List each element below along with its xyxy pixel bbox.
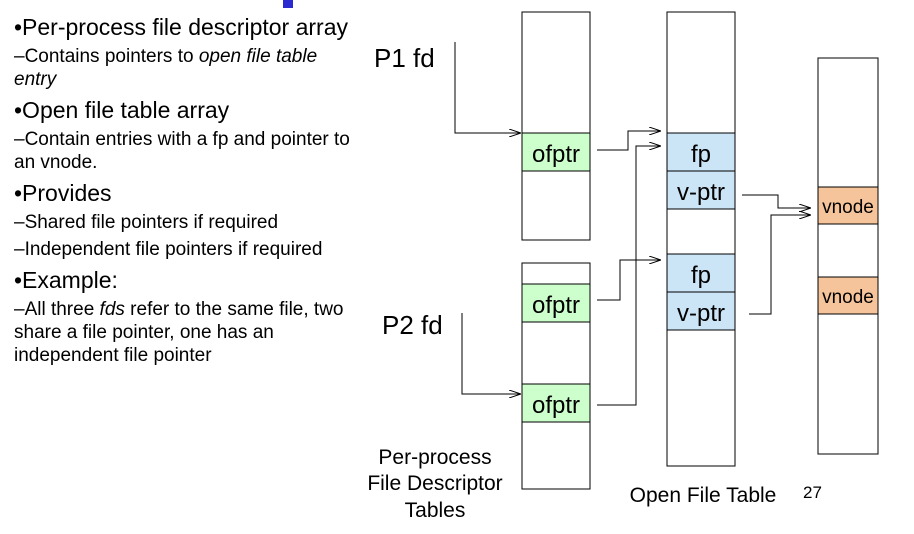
bullet-example-detail: –All three fds refer to the same file, t… — [14, 299, 344, 366]
vnode-label-2: vnode — [822, 287, 874, 308]
bullet-fd-array: •Per-process file descriptor array — [14, 14, 348, 40]
bullet-fd-array-detail: –Contains pointers to open file table en… — [14, 46, 318, 90]
bullet-list: •Per-process file descriptor array –Cont… — [14, 14, 354, 367]
oft-vptr-cell-2 — [666, 291, 736, 331]
bullet-provides: •Provides — [14, 180, 112, 206]
oft-fp-cell-2 — [666, 253, 736, 293]
oft-fp-label-1: fp — [691, 141, 711, 168]
vnode-label-1: vnode — [822, 197, 874, 218]
title-bar-fragment — [283, 0, 293, 8]
p2-ofptr-label-2: ofptr — [532, 392, 580, 419]
vnode-table — [817, 57, 879, 455]
p2-ofptr-cell-2 — [521, 383, 591, 423]
p1-ofptr-cell — [521, 132, 591, 172]
arrow-p1-fd — [454, 42, 520, 133]
arrow-vptr1-to-vnode1 — [742, 194, 810, 208]
bullet-example: •Example: — [14, 267, 118, 293]
vnode-cell-2 — [817, 276, 879, 315]
bullet-open-file-table-detail: –Contain entries with a fp and pointer t… — [14, 129, 350, 173]
p1-fd-label: P1 fd — [374, 43, 435, 73]
fd-tables-caption-line3: Tables — [405, 499, 466, 522]
p2-ofptr-cell-1 — [521, 283, 591, 323]
arrow-p2-ofptr1-to-fp2 — [597, 260, 660, 301]
p2-ofptr-label-1: ofptr — [532, 292, 580, 319]
vnode-cell-1 — [817, 186, 879, 225]
arrow-p2-fd — [461, 313, 520, 394]
oft-fp-label-2: fp — [691, 262, 711, 289]
bullet-open-file-table: •Open file table array — [14, 97, 230, 123]
arrow-p1-ofptr-to-fp1 — [597, 131, 660, 151]
oft-fp-cell-1 — [666, 132, 736, 172]
fd-tables-caption-line1: Per-process — [378, 446, 491, 469]
open-file-table — [666, 11, 736, 467]
p1-fd-table — [521, 11, 591, 241]
p2-fd-label: P2 fd — [382, 310, 443, 340]
arrow-p2-ofptr2-to-fp1 — [597, 146, 660, 406]
arrow-vptr2-to-vnode1 — [749, 215, 810, 315]
oft-vptr-label-1: v-ptr — [677, 179, 725, 206]
open-file-table-caption: Open File Table — [630, 484, 777, 507]
oft-vptr-label-2: v-ptr — [677, 300, 725, 327]
page-number: 27 — [803, 483, 822, 502]
bullet-independent-pointers: –Independent file pointers if required — [14, 239, 323, 260]
p1-ofptr-label: ofptr — [532, 141, 580, 168]
fd-tables-caption-line2: File Descriptor — [367, 472, 502, 495]
bullet-shared-pointers: –Shared file pointers if required — [14, 212, 279, 233]
oft-vptr-cell-1 — [666, 170, 736, 210]
